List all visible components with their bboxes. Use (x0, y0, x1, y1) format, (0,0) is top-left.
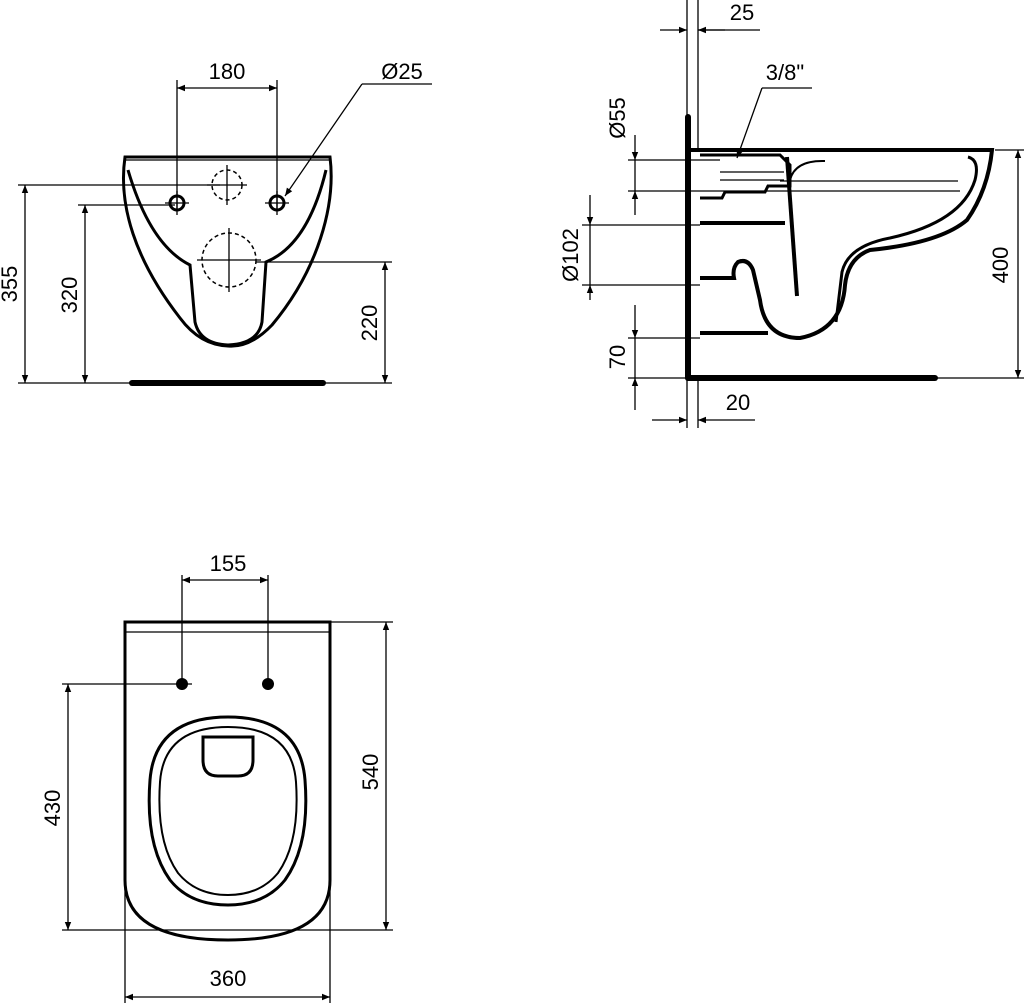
bowl-inner-line (126, 169, 328, 347)
dim-diameter-55: Ø55 (605, 97, 630, 139)
dim-220: 220 (357, 305, 382, 342)
dim-25: 25 (730, 0, 754, 25)
dim-400: 400 (988, 247, 1013, 284)
trap-wall (785, 156, 799, 297)
seat-outer (147, 715, 308, 907)
dim-355: 355 (0, 266, 22, 303)
bowl-side-inner (834, 155, 978, 323)
bowl-top-outline (123, 620, 332, 942)
bowl-side-outline (690, 148, 995, 341)
dim-diameter-102: Ø102 (558, 228, 583, 282)
dim-20: 20 (726, 390, 750, 415)
top-view: 155 430 540 360 (40, 551, 393, 1003)
dim-70: 70 (605, 345, 630, 369)
inlet-pipe (720, 171, 784, 181)
side-view: 25 3/8" Ø55 Ø102 70 20 400 (558, 0, 1024, 428)
support-lines (700, 221, 785, 335)
inlet-hose (789, 159, 826, 181)
dim-155: 155 (210, 551, 247, 576)
dim-320: 320 (57, 277, 82, 314)
seat-inner (158, 725, 298, 897)
dim-430: 430 (40, 790, 65, 827)
lid-handle (201, 735, 255, 778)
dim-180: 180 (209, 59, 246, 84)
dim-360: 360 (210, 966, 247, 991)
inlet-box (700, 153, 792, 200)
front-view: 180 Ø25 355 320 220 (0, 59, 432, 386)
dim-diameter-25: Ø25 (381, 59, 423, 84)
dim-540: 540 (358, 754, 383, 791)
dim-3-8-inch: 3/8" (766, 60, 804, 85)
